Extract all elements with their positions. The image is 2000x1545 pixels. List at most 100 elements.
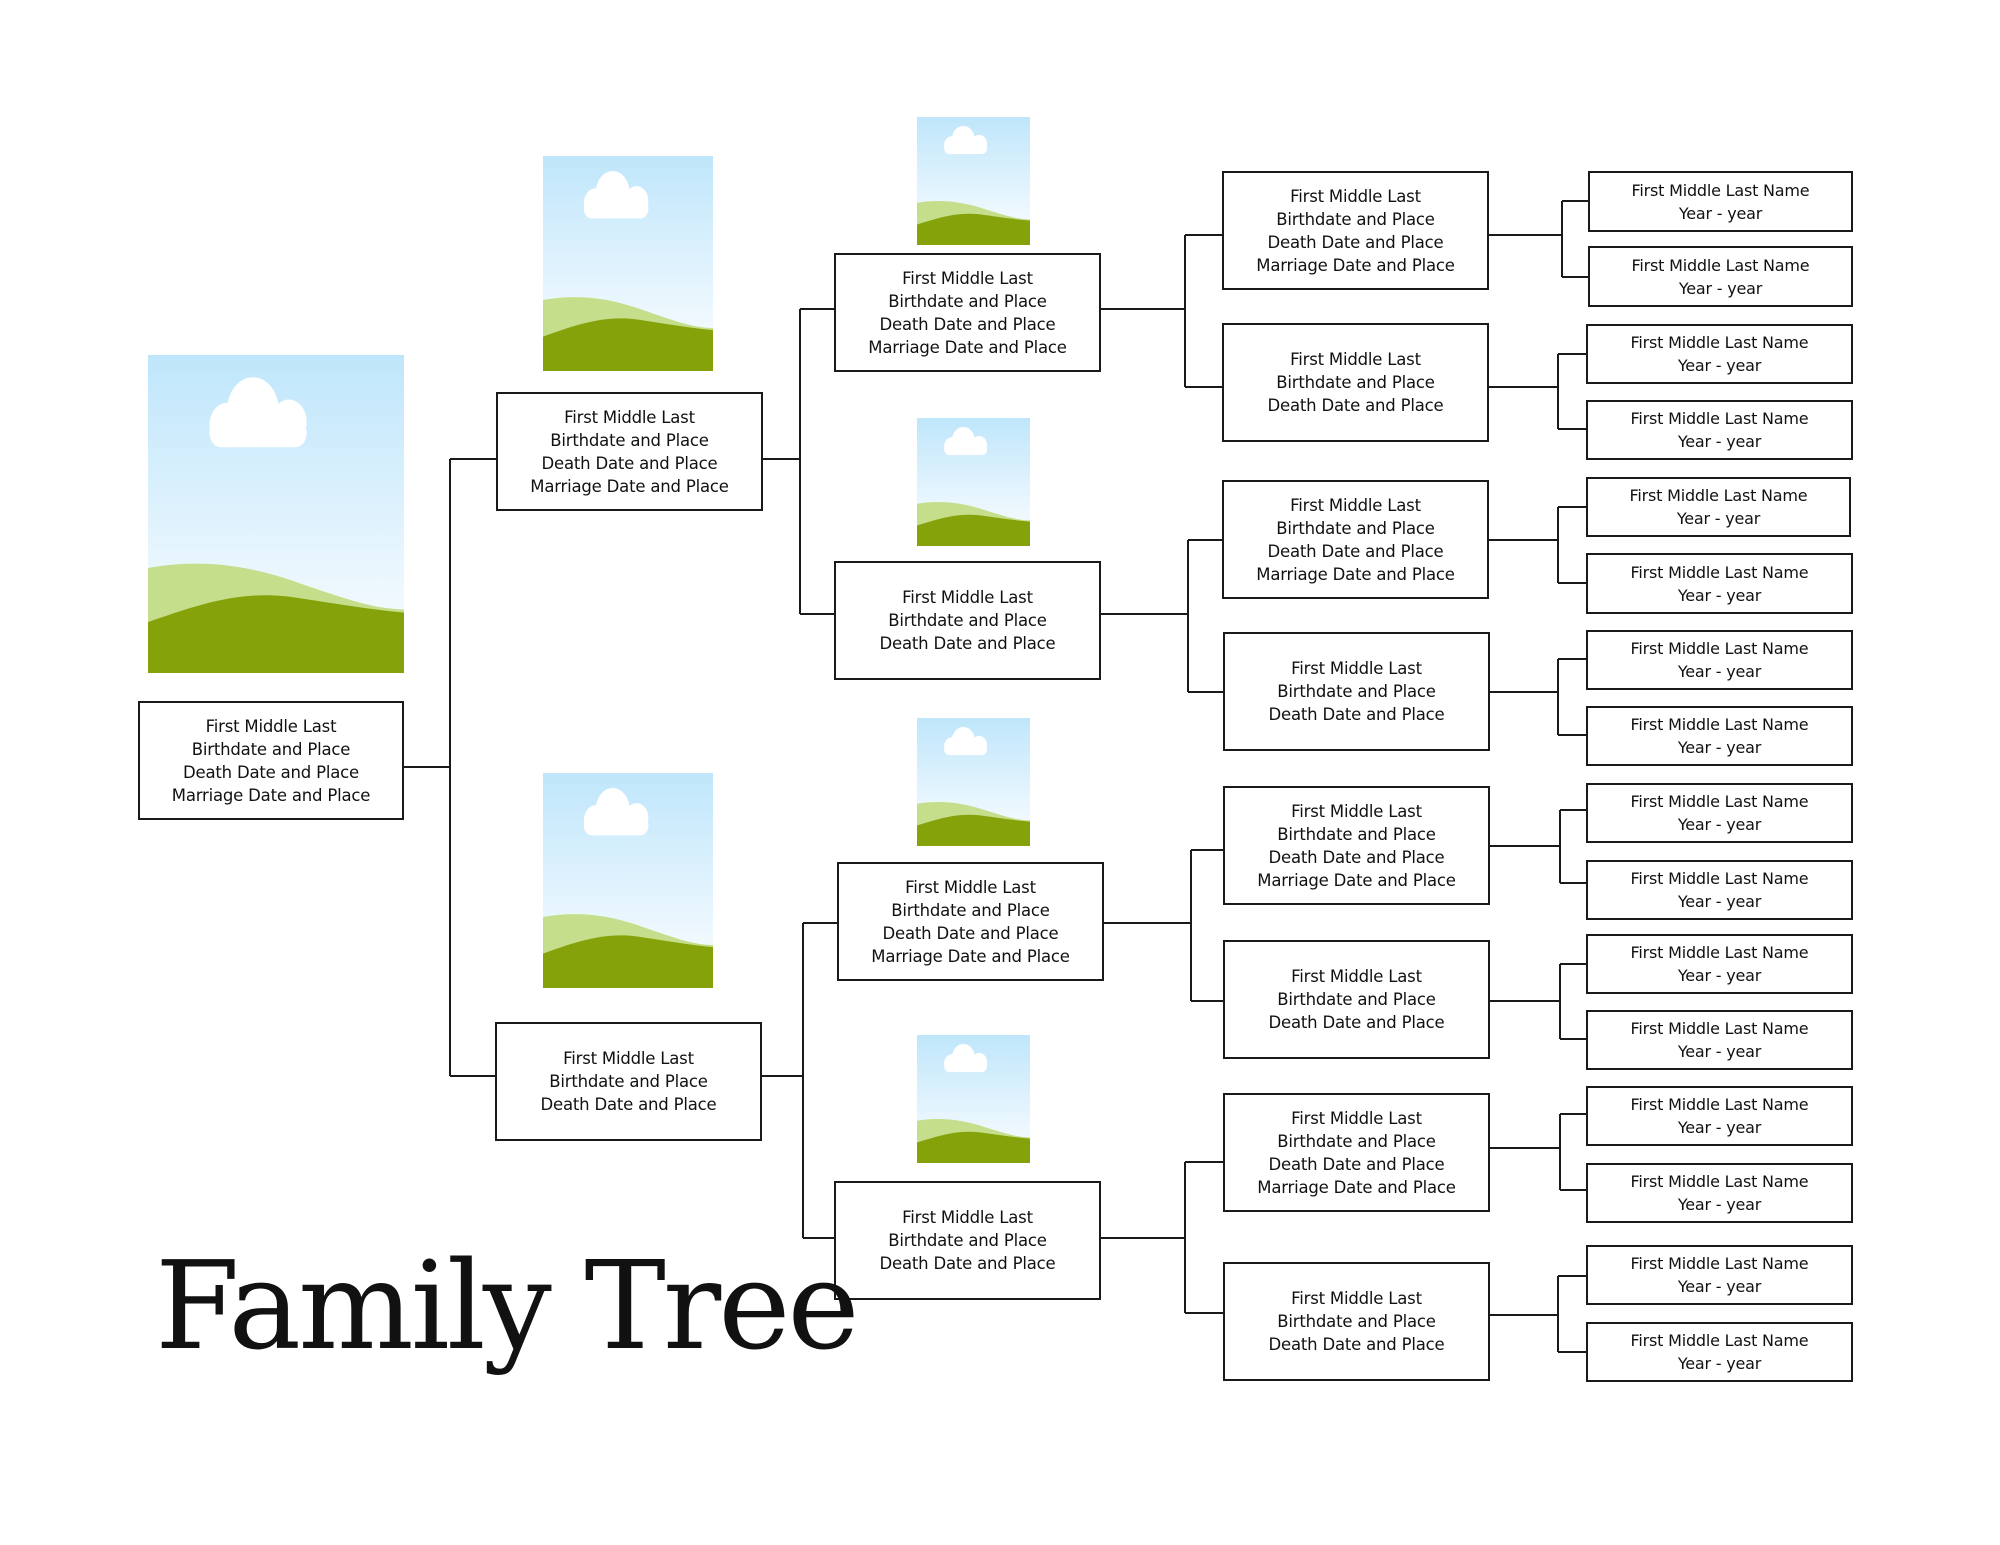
person-marriage: Marriage Date and Place: [1257, 1177, 1456, 1197]
person-birth: Birthdate and Place: [891, 900, 1050, 920]
person-death: Death Date and Place: [879, 1254, 1056, 1273]
ancestor-card-9[interactable]: First Middle Last Name Year - year: [1586, 783, 1853, 843]
ancestor-card-7[interactable]: First Middle Last Name Year - year: [1586, 630, 1853, 690]
person-birth: Birthdate and Place: [1276, 518, 1435, 538]
landscape-placeholder-icon: [917, 418, 1030, 546]
ancestor-card-11[interactable]: First Middle Last Name Year - year: [1586, 934, 1853, 994]
ancestor-card-16[interactable]: First Middle Last Name Year - year: [1586, 1322, 1853, 1382]
great-grandparent-card-3[interactable]: First Middle Last Birthdate and Place De…: [1222, 480, 1489, 599]
person-death: Death Date and Place: [1268, 1154, 1445, 1174]
ancestor-card-12[interactable]: First Middle Last Name Year - year: [1586, 1010, 1853, 1070]
ancestor-card-5[interactable]: First Middle Last Name Year - year: [1586, 477, 1851, 537]
person-death: Death Date and Place: [879, 314, 1056, 334]
ancestor-years: Year - year: [1677, 585, 1762, 605]
person-name: First Middle Last: [1290, 186, 1421, 206]
landscape-placeholder-icon: [917, 117, 1030, 245]
person-birth: Birthdate and Place: [888, 291, 1047, 311]
person-birth: Birthdate and Place: [888, 1231, 1047, 1250]
person-death: Death Date and Place: [1267, 232, 1444, 252]
great-grandparent-card-5[interactable]: First Middle Last Birthdate and Place De…: [1223, 786, 1490, 905]
person-name: First Middle Last: [1291, 967, 1422, 986]
great-grandparent-card-8[interactable]: First Middle Last Birthdate and Place De…: [1223, 1262, 1490, 1381]
person-marriage: Marriage Date and Place: [171, 785, 371, 805]
ancestor-years: Year - year: [1677, 1195, 1762, 1214]
person-marriage: Marriage Date and Place: [1256, 564, 1455, 584]
grandparent-2-photo: [917, 418, 1030, 546]
ancestor-name: First Middle Last Name: [1630, 639, 1809, 658]
person-death: Death Date and Place: [1268, 847, 1445, 867]
ancestor-name: First Middle Last Name: [1630, 715, 1809, 734]
great-grandparent-card-2[interactable]: First Middle Last Birthdate and Place De…: [1222, 323, 1489, 442]
ancestor-card-2[interactable]: First Middle Last Name Year - year: [1588, 246, 1853, 307]
ancestor-years: Year - year: [1678, 278, 1763, 298]
ancestor-card-3[interactable]: First Middle Last Name Year - year: [1586, 324, 1853, 384]
parent-card-2[interactable]: First Middle Last Birthdate and Place De…: [495, 1022, 762, 1141]
person-marriage: Marriage Date and Place: [1256, 255, 1455, 275]
parent-card-1[interactable]: First Middle Last Birthdate and Place De…: [496, 392, 763, 511]
person-name: First Middle Last: [902, 588, 1033, 607]
landscape-placeholder-icon: [917, 1035, 1030, 1163]
person-birth: Birthdate and Place: [1277, 1131, 1436, 1151]
grandparent-card-1[interactable]: First Middle Last Birthdate and Place De…: [834, 253, 1101, 372]
ancestor-years: Year - year: [1677, 662, 1762, 681]
great-grandparent-card-6[interactable]: First Middle Last Birthdate and Place De…: [1223, 940, 1490, 1059]
person-birth: Birthdate and Place: [1276, 373, 1435, 392]
ancestor-card-10[interactable]: First Middle Last Name Year - year: [1586, 860, 1853, 920]
person-name: First Middle Last: [1291, 659, 1422, 678]
root-photo: [148, 355, 404, 673]
person-death: Death Date and Place: [1268, 1013, 1445, 1032]
ancestor-card-8[interactable]: First Middle Last Name Year - year: [1586, 706, 1853, 766]
person-birth: Birthdate and Place: [550, 430, 709, 450]
person-death: Death Date and Place: [541, 453, 718, 473]
great-grandparent-card-4[interactable]: First Middle Last Birthdate and Place De…: [1223, 632, 1490, 751]
person-birth: Birthdate and Place: [191, 739, 351, 759]
ancestor-name: First Middle Last Name: [1630, 409, 1809, 428]
ancestor-name: First Middle Last Name: [1630, 1172, 1809, 1191]
ancestor-card-1[interactable]: First Middle Last Name Year - year: [1588, 171, 1853, 232]
person-birth: Birthdate and Place: [1276, 209, 1435, 229]
person-name: First Middle Last: [1291, 801, 1422, 821]
ancestor-years: Year - year: [1677, 1354, 1762, 1373]
person-marriage: Marriage Date and Place: [530, 476, 729, 496]
person-name: First Middle Last: [905, 877, 1036, 897]
great-grandparent-card-1[interactable]: First Middle Last Birthdate and Place De…: [1222, 171, 1489, 290]
person-name: First Middle Last: [564, 407, 695, 427]
ancestor-card-13[interactable]: First Middle Last Name Year - year: [1586, 1086, 1853, 1146]
parent-1-photo: [543, 156, 713, 371]
ancestor-name: First Middle Last Name: [1631, 255, 1810, 275]
grandparent-card-2[interactable]: First Middle Last Birthdate and Place De…: [834, 561, 1101, 680]
person-birth: Birthdate and Place: [1277, 990, 1436, 1009]
parent-2-photo: [543, 773, 713, 988]
ancestor-card-4[interactable]: First Middle Last Name Year - year: [1586, 400, 1853, 460]
grandparent-3-photo: [917, 718, 1030, 846]
ancestor-name: First Middle Last Name: [1630, 333, 1809, 352]
ancestor-years: Year - year: [1677, 1042, 1762, 1061]
person-name: First Middle Last: [1290, 495, 1421, 515]
person-death: Death Date and Place: [1268, 705, 1445, 724]
ancestor-years: Year - year: [1678, 203, 1763, 223]
landscape-placeholder-icon: [543, 156, 713, 371]
ancestor-years: Year - year: [1677, 356, 1762, 375]
great-grandparent-card-7[interactable]: First Middle Last Birthdate and Place De…: [1223, 1093, 1490, 1212]
ancestor-years: Year - year: [1677, 1277, 1762, 1296]
person-death: Death Date and Place: [1268, 1335, 1445, 1354]
ancestor-card-6[interactable]: First Middle Last Name Year - year: [1586, 553, 1853, 614]
landscape-placeholder-icon: [148, 355, 404, 673]
person-name: First Middle Last: [563, 1049, 694, 1068]
grandparent-card-3[interactable]: First Middle Last Birthdate and Place De…: [837, 862, 1104, 981]
grandparent-4-photo: [917, 1035, 1030, 1163]
ancestor-years: Year - year: [1677, 738, 1762, 757]
person-marriage: Marriage Date and Place: [1257, 870, 1456, 890]
ancestor-card-15[interactable]: First Middle Last Name Year - year: [1586, 1245, 1853, 1305]
ancestor-name: First Middle Last Name: [1629, 486, 1808, 505]
grandparent-card-4[interactable]: First Middle Last Birthdate and Place De…: [834, 1181, 1101, 1300]
landscape-placeholder-icon: [543, 773, 713, 988]
person-birth: Birthdate and Place: [1277, 682, 1436, 701]
ancestor-card-14[interactable]: First Middle Last Name Year - year: [1586, 1163, 1853, 1223]
landscape-placeholder-icon: [917, 718, 1030, 846]
person-death: Death Date and Place: [1267, 396, 1444, 415]
ancestor-years: Year - year: [1677, 432, 1762, 451]
root-person-card[interactable]: First Middle Last Birthdate and Place De…: [138, 701, 404, 820]
person-birth: Birthdate and Place: [1277, 1312, 1436, 1331]
person-death: Death Date and Place: [1267, 541, 1444, 561]
